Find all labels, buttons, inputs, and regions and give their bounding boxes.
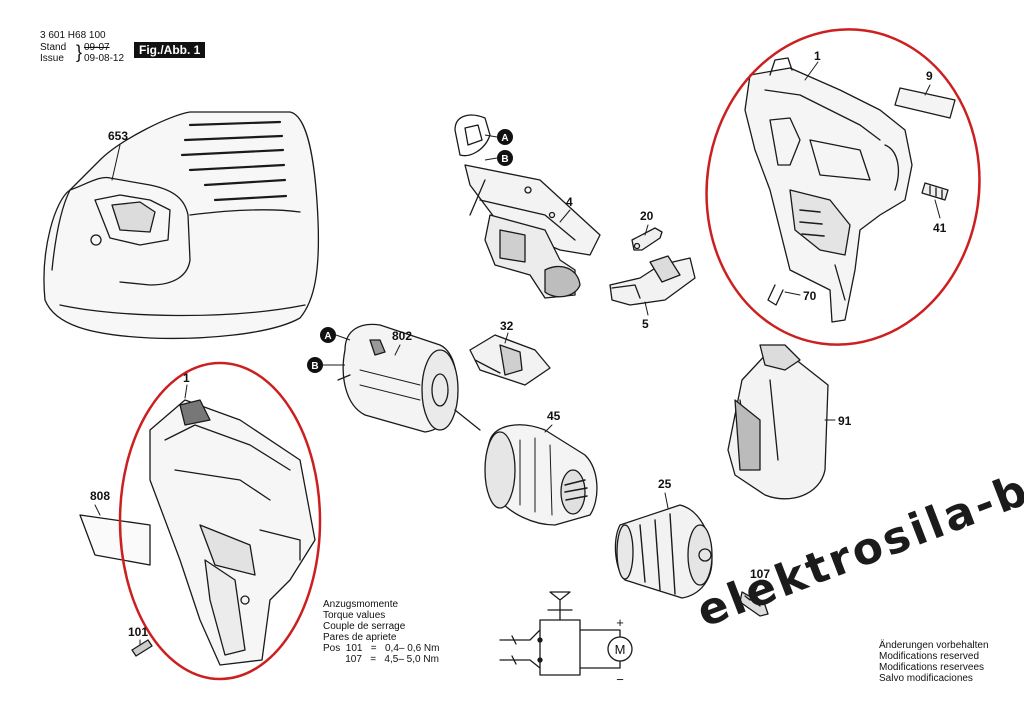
plus-sign: + [616, 615, 624, 630]
contact-part-41 [921, 182, 949, 201]
label-9: 9 [926, 69, 933, 83]
marker-a-switch [497, 129, 513, 145]
housing-shell-left-part-1 [149, 399, 316, 666]
label-5: 5 [642, 317, 649, 331]
label-808: 808 [90, 489, 110, 503]
schematic-symbols: M + − [615, 615, 626, 687]
screw-part-101 [131, 639, 153, 657]
marker-a-motor-letter: A [324, 331, 331, 342]
label-653: 653 [108, 129, 128, 143]
chuck-part-25 [614, 504, 713, 599]
torque-title-es: Pares de apriete [323, 632, 397, 643]
modifications-es: Salvo modificaciones [879, 673, 973, 684]
marker-b-motor-letter: B [311, 361, 318, 372]
marker-a-switch-letter: A [501, 133, 508, 144]
torque-title-fr: Couple de serrage [323, 621, 406, 632]
label-25: 25 [658, 477, 672, 491]
stand-label: Stand [40, 42, 67, 53]
label-1-right: 1 [814, 49, 821, 63]
torque-title-de: Anzugsmomente [323, 599, 399, 610]
torque-row-107: 107 = 4,5– 5,0 Nm [323, 654, 439, 665]
label-20: 20 [640, 209, 654, 223]
gearbox-part-45 [484, 424, 598, 526]
screw-part-107 [739, 591, 769, 617]
label-107: 107 [750, 567, 770, 581]
document-number: 3 601 H68 100 [40, 30, 106, 41]
marker-b-motor [307, 357, 323, 373]
label-4: 4 [566, 195, 573, 209]
label-1-left: 1 [183, 371, 190, 385]
issue-date: 09-08-12 [84, 53, 125, 64]
motor-symbol: M [615, 642, 626, 657]
motor-part-802 [337, 323, 481, 433]
issue-label: Issue [40, 53, 64, 64]
torque-row-101: Pos 101 = 0,4– 0,6 Nm [323, 643, 440, 654]
modifications-en: Modifications reserved [879, 651, 980, 662]
highlight-ellipses [118, 28, 981, 681]
switch-part-4 [454, 114, 601, 299]
leader-lines [94, 61, 941, 646]
label-part-808 [79, 514, 151, 566]
cover-part-32 [469, 334, 551, 386]
stand-old-date: 09-07 [84, 42, 110, 53]
label-91: 91 [838, 414, 852, 428]
marker-a-motor [320, 327, 336, 343]
slider-part-5 [609, 255, 696, 306]
label-45: 45 [547, 409, 561, 423]
highlight-ellipse-right [705, 28, 981, 346]
label-41: 41 [933, 221, 947, 235]
label-101: 101 [128, 625, 148, 639]
housing-shell-right-part-1 [744, 57, 913, 323]
battery-part-91 [727, 344, 829, 500]
label-802: 802 [392, 329, 412, 343]
marker-b-switch-letter: B [501, 154, 508, 165]
highlight-ellipse-left [118, 361, 322, 681]
label-70: 70 [803, 289, 817, 303]
torque-title-en: Torque values [323, 610, 386, 621]
modifications-de: Änderungen vorbehalten [879, 640, 989, 651]
charger-part-653 [43, 111, 320, 340]
latch-part-20 [631, 227, 663, 251]
connector-markers [307, 129, 513, 373]
clip-part-70 [767, 284, 784, 306]
wiring-schematic [499, 591, 633, 676]
minus-sign: − [616, 672, 624, 687]
label-part-9 [894, 87, 956, 119]
marker-letters: A B A B [311, 133, 508, 372]
label-32: 32 [500, 319, 514, 333]
part-number-labels: 653 1 9 41 70 4 20 5 802 32 45 91 25 107… [90, 49, 947, 639]
marker-b-switch [497, 150, 513, 166]
figure-label: Fig./Abb. 1 [134, 42, 206, 58]
modifications-fr: Modifications reservees [879, 662, 985, 673]
brace-glyph: } [76, 42, 83, 62]
